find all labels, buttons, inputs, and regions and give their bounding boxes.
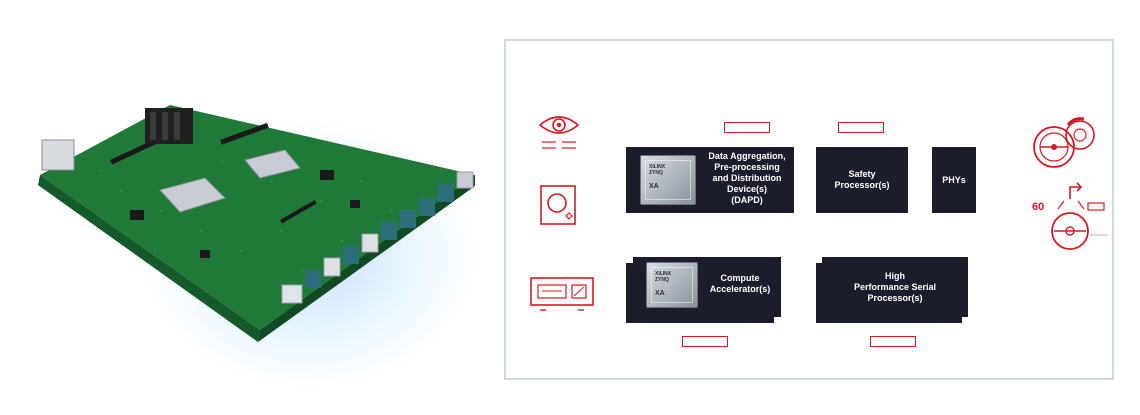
label-tag-serial	[870, 336, 916, 347]
steering-brake-icon	[1033, 117, 1095, 168]
chip-model: XA	[649, 183, 659, 190]
chip2-brand-1: XILINX	[655, 271, 672, 277]
pcb-illustration	[38, 105, 475, 342]
label-tag-dapd	[724, 122, 770, 133]
radar-sensor-icon	[540, 185, 576, 225]
serial-processor-block: High Performance Serial Processor(s)	[822, 257, 968, 317]
safety-processor-block: Safety Processor(s)	[816, 147, 908, 213]
label-tag-compute	[682, 336, 728, 347]
dev-board-image	[20, 80, 490, 390]
label-tag-safety	[838, 122, 884, 133]
compute-label: Compute Accelerator(s)	[709, 273, 771, 294]
phys-block: PHYs	[932, 147, 976, 213]
chip2-brand-2: ZYNQ	[655, 277, 669, 283]
chip2-model: XA	[655, 290, 665, 297]
chip-brand-1: XILINX	[649, 164, 666, 170]
eye-camera-icon	[538, 116, 580, 149]
speed-label: 60	[1032, 201, 1045, 213]
chip-brand-2: ZYNQ	[649, 170, 663, 176]
control-panel-icon	[530, 277, 594, 311]
steering-turn-icon	[1051, 182, 1108, 250]
dapd-label: Data Aggregation, Pre-processing and Dis…	[708, 151, 786, 205]
